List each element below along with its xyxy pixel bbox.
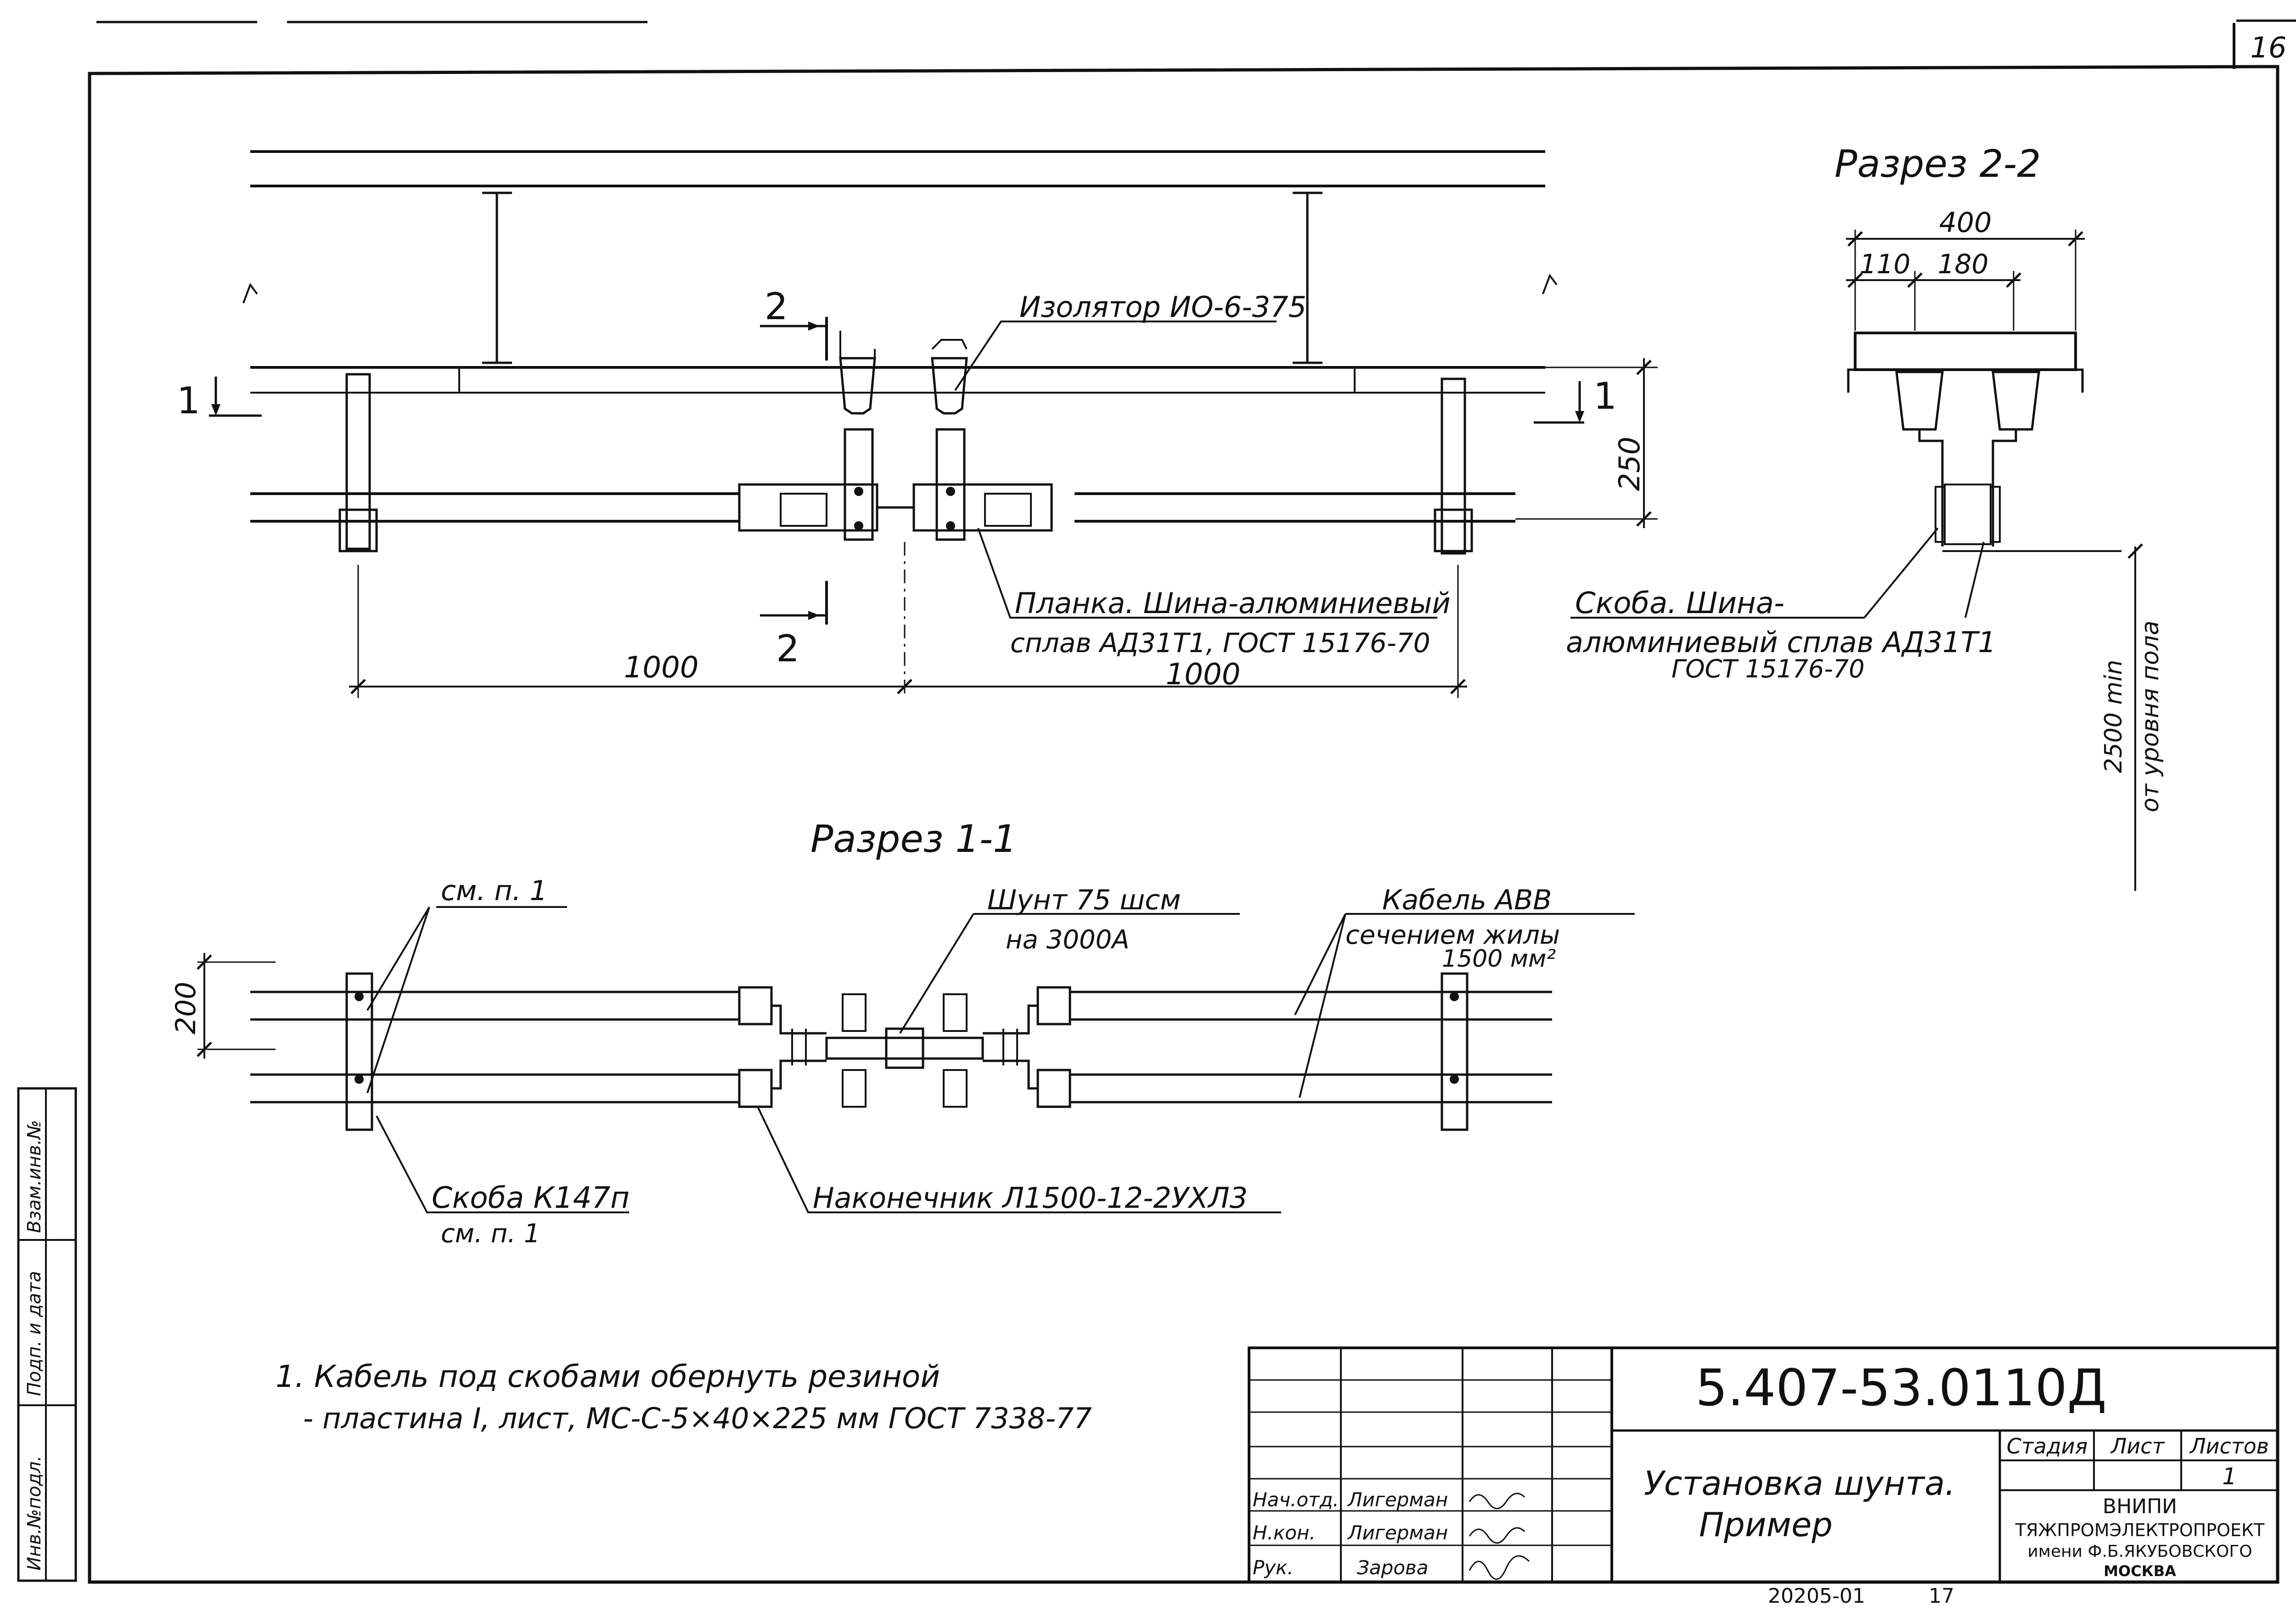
bottom-num: 17 [1929, 1584, 1954, 1608]
section1-mark-right: 1 [1593, 375, 1617, 417]
dim-right: 1000 [1166, 658, 1241, 692]
section1-mark-left: 1 [177, 379, 200, 422]
bracket-label-line2: алюминиевый сплав АД31Т1 [1566, 625, 1996, 659]
inv-orig-label: Инв.№подл. [24, 1455, 45, 1571]
cable-section: сечением жилы [1345, 920, 1560, 950]
replaces-inv-label: Взам.инв.№ [24, 1120, 45, 1233]
see-note-label: см. п. 1 [441, 875, 547, 907]
signer-name: Лигерман [1347, 1521, 1448, 1544]
sheets-label: Листов [2189, 1434, 2269, 1459]
stage-label: Стадия [2007, 1434, 2088, 1459]
sign-date-label: Подп. и дата [24, 1271, 45, 1396]
org-line1: ВНИПИ [2103, 1495, 2177, 1518]
plan-view: 1 1 2 2 Изолятор ИО-6-375 Планка. Шина-а… [177, 150, 1658, 698]
dim-total: 400 [1939, 207, 1992, 239]
signer-role: Нач.отд. [1253, 1488, 1339, 1511]
title-line1: Установка шунта. [1644, 1464, 1955, 1503]
plate-label-line1: Планка. Шина-алюминиевый [1015, 586, 1451, 620]
section-1-1: Разрез 1-1 [170, 817, 1635, 1249]
org-line2: ТЯЖПРОМЭЛЕКТРОПРОЕКТ [2015, 1520, 2265, 1540]
document-code: 5.407-53.0110Д [1695, 1358, 2106, 1417]
section-2-2-title: Разрез 2-2 [1835, 142, 2041, 186]
lug-label: Наконечник Л1500-12-2УХЛ3 [813, 1181, 1248, 1215]
bracket-label-line3: ГОСТ 15176-70 [1671, 654, 1864, 683]
title-line2: Пример [1699, 1505, 1833, 1544]
dim-200: 200 [170, 982, 202, 1035]
dim-b: 180 [1938, 248, 1989, 280]
section-1-1-title: Разрез 1-1 [810, 817, 1017, 861]
title-block: 5.407-53.0110Д Установка шунта. Пример С… [1248, 1346, 2279, 1583]
sheets-value: 1 [2222, 1463, 2237, 1490]
signatures [1469, 1493, 1530, 1580]
plate-label-line2: сплав АД31Т1, ГОСТ 15176-70 [1010, 627, 1430, 659]
dim-a: 110 [1860, 248, 1911, 280]
section-2-2: Разрез 2-2 400 110 180 Скоба. Шина- алюм… [1566, 142, 2164, 891]
org-line3: имени Ф.Б.ЯКУБОВСКОГО [2027, 1542, 2252, 1561]
bracket-k147-note: см. п. 1 [441, 1219, 540, 1249]
shunt-label: Шунт 75 шсм [987, 884, 1181, 916]
org-line4: МОСКВА [2104, 1562, 2176, 1580]
signer-role: Н.кон. [1253, 1521, 1316, 1544]
insulator-label: Изолятор ИО-6-375 [1019, 290, 1306, 324]
cable-label: Кабель АВВ [1382, 884, 1552, 916]
height-line1: 2500 min [2100, 660, 2127, 773]
bracket-k147-label: Скоба К147п [432, 1181, 630, 1215]
sheet-number: 16 [2251, 31, 2287, 64]
note-line2: - пластина I, лист, МС-С-5×40×225 мм ГОС… [303, 1402, 1092, 1435]
sheet-label: Лист [2110, 1434, 2165, 1459]
signer-name: Зарова [1357, 1556, 1429, 1579]
note-line1: 1. Кабель под скобами обернуть резиной [276, 1359, 940, 1394]
side-stamp: Инв.№подл. Подп. и дата Взам.инв.№ [17, 1087, 77, 1582]
dim-left: 1000 [624, 651, 699, 685]
section2-mark-top: 2 [765, 285, 788, 328]
height-line2: от уровня пола [2137, 620, 2164, 812]
cable-area: 1500 мм² [1442, 945, 1556, 973]
signer-role: Рук. [1253, 1556, 1294, 1579]
section2-mark-bottom: 2 [776, 627, 799, 670]
signer-name: Лигерман [1347, 1488, 1448, 1511]
shunt-rating: на 3000А [1006, 925, 1130, 955]
bottom-code: 20205-01 [1768, 1584, 1865, 1608]
bracket-label-line1: Скоба. Шина- [1575, 586, 1784, 620]
dim-height: 250 [1613, 437, 1646, 491]
